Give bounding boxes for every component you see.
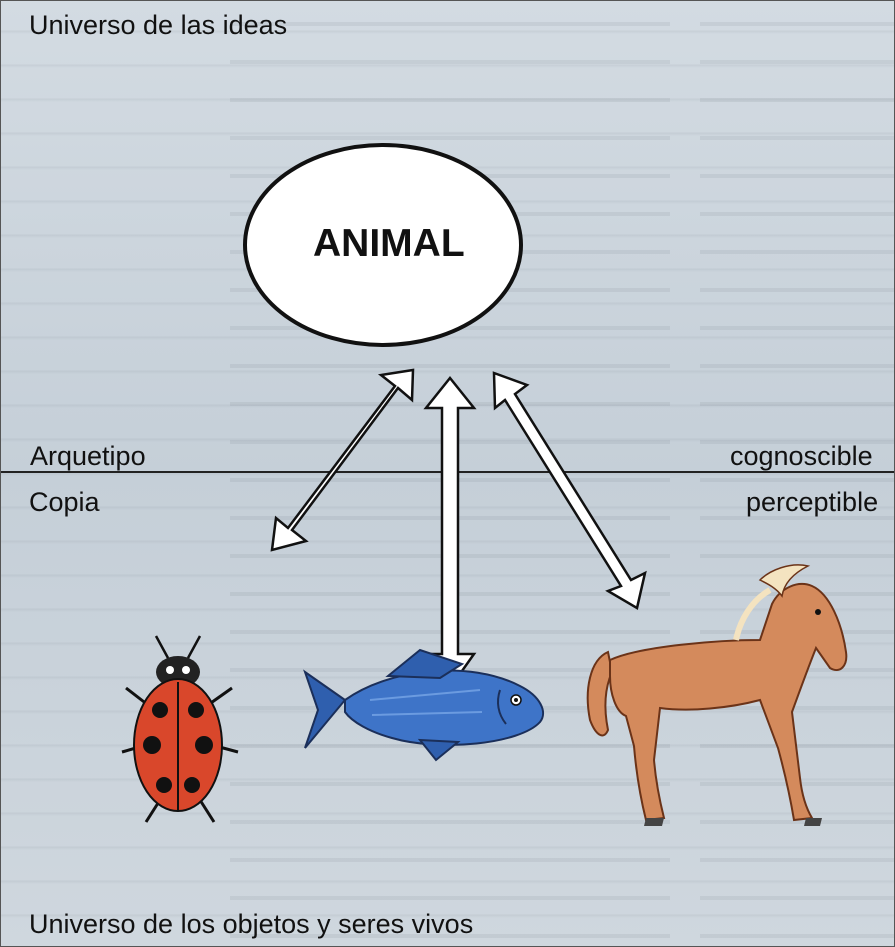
archetype-label: Arquetipo <box>30 441 146 471</box>
double-arrow-center <box>423 375 477 691</box>
double-arrow-right <box>492 371 647 610</box>
fish-icon <box>303 648 545 762</box>
horse-icon <box>586 564 848 826</box>
copy-label: Copia <box>29 487 100 517</box>
double-arrow-left <box>270 368 415 552</box>
knowable-label: cognoscible <box>730 441 873 471</box>
idea-label: ANIMAL <box>313 222 465 265</box>
idea-ellipse <box>243 143 523 347</box>
ladybug-icon <box>121 635 239 823</box>
perceptible-label: perceptible <box>746 487 879 517</box>
top-universe-label: Universo de las ideas <box>29 10 288 40</box>
bottom-universe-label: Universo de los objetos y seres vivos <box>29 909 474 939</box>
